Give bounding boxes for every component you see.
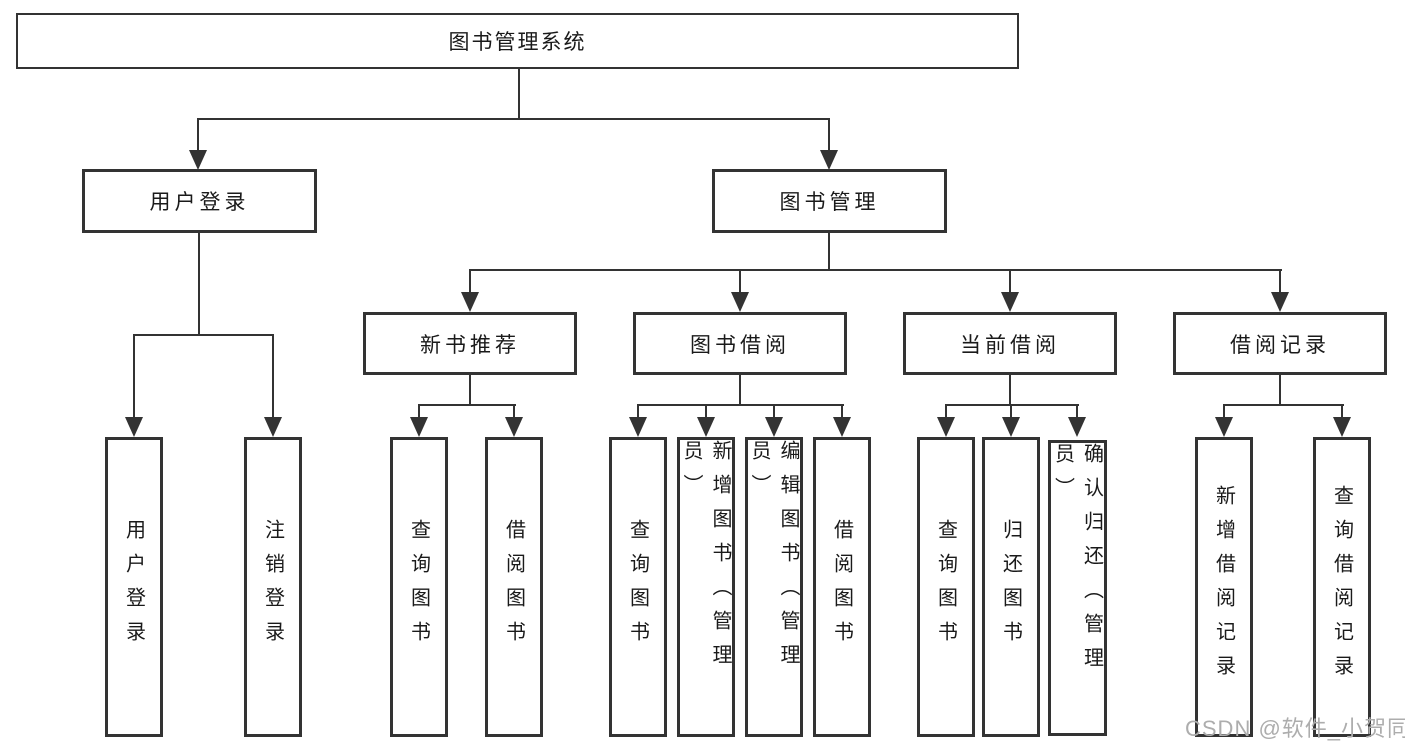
leaf-query-books-borrow: 查询图书 xyxy=(609,437,667,737)
leaf-query-books-recommend: 查询图书 xyxy=(390,437,448,737)
connector-userlogin-span xyxy=(133,334,274,336)
connector-stub-borrow-records xyxy=(1279,269,1281,293)
connector-stub-confirm-return xyxy=(1076,404,1078,418)
arrowhead-user-login xyxy=(189,150,207,170)
arrowhead-leaf-user-login xyxy=(125,417,143,437)
leaf-confirm-return-admin: 确认归还（管理员） xyxy=(1048,440,1107,736)
connector-stub-query3 xyxy=(945,404,947,418)
connector-stub-borrow1 xyxy=(513,404,515,418)
leaf-add-book-admin: 新增图书（管理员） xyxy=(677,437,735,737)
connector-stub-query2 xyxy=(637,404,639,418)
arrowhead-edit-book xyxy=(765,417,783,437)
connector-stub-new-book xyxy=(469,269,471,293)
leaf-borrow-books-recommend: 借阅图书 xyxy=(485,437,543,737)
connector-currentborrow-drop xyxy=(1009,375,1011,406)
connector-records-drop xyxy=(1279,375,1281,406)
node-book-borrow: 图书借阅 xyxy=(633,312,847,375)
arrowhead-add-book xyxy=(697,417,715,437)
node-library-management-system: 图书管理系统 xyxy=(16,13,1019,69)
arrowhead-query2 xyxy=(629,417,647,437)
leaf-return-book: 归还图书 xyxy=(982,437,1040,737)
connector-bookborrow-span xyxy=(637,404,844,406)
connector-stub-add-record xyxy=(1223,404,1225,418)
connector-bookmgmt-span xyxy=(469,269,1282,271)
connector-root-span xyxy=(197,118,830,120)
node-user-login: 用户登录 xyxy=(82,169,317,233)
connector-currentborrow-span xyxy=(945,404,1079,406)
arrowhead-add-record xyxy=(1215,417,1233,437)
leaf-borrow-books-borrow: 借阅图书 xyxy=(813,437,871,737)
leaf-add-borrow-record: 新增借阅记录 xyxy=(1195,437,1253,737)
leaf-query-books-current: 查询图书 xyxy=(917,437,975,737)
leaf-edit-book-admin: 编辑图书（管理员） xyxy=(745,437,803,737)
connector-stub-return-book xyxy=(1010,404,1012,418)
arrowhead-leaf-logout xyxy=(264,417,282,437)
arrowhead-book-borrow xyxy=(731,292,749,312)
arrowhead-borrow2 xyxy=(833,417,851,437)
connector-stub-book-borrow xyxy=(739,269,741,293)
watermark: CSDN @软件_小贺同学 xyxy=(1185,716,1405,741)
connector-stub-add-book xyxy=(705,404,707,418)
arrowhead-query-record xyxy=(1333,417,1351,437)
connector-stub-edit-book xyxy=(773,404,775,418)
arrowhead-confirm-return xyxy=(1068,417,1086,437)
arrowhead-query1 xyxy=(410,417,428,437)
arrowhead-borrow-records xyxy=(1271,292,1289,312)
connector-newbook-drop xyxy=(469,375,471,406)
connector-stub-query1 xyxy=(418,404,420,418)
leaf-user-login: 用户登录 xyxy=(105,437,163,737)
node-current-borrow: 当前借阅 xyxy=(903,312,1117,375)
arrowhead-book-management xyxy=(820,150,838,170)
connector-root-drop xyxy=(518,69,520,119)
connector-stub-borrow2 xyxy=(841,404,843,418)
connector-bookmgmt-drop xyxy=(828,233,830,271)
connector-stub-user-login xyxy=(197,118,199,151)
connector-stub-leaf-logout xyxy=(272,334,274,418)
arrowhead-borrow1 xyxy=(505,417,523,437)
leaf-logout: 注销登录 xyxy=(244,437,302,737)
connector-records-span xyxy=(1223,404,1344,406)
connector-stub-leaf-user-login xyxy=(133,334,135,418)
connector-stub-query-record xyxy=(1341,404,1343,418)
arrowhead-current-borrow xyxy=(1001,292,1019,312)
node-book-management: 图书管理 xyxy=(712,169,947,233)
connector-newbook-span xyxy=(418,404,516,406)
arrowhead-new-book xyxy=(461,292,479,312)
node-borrow-records: 借阅记录 xyxy=(1173,312,1387,375)
arrowhead-query3 xyxy=(937,417,955,437)
connector-bookborrow-drop xyxy=(739,375,741,406)
node-new-book-recommend: 新书推荐 xyxy=(363,312,577,375)
connector-stub-book-management xyxy=(828,118,830,151)
connector-userlogin-drop xyxy=(198,233,200,336)
arrowhead-return-book xyxy=(1002,417,1020,437)
leaf-query-borrow-record: 查询借阅记录 xyxy=(1313,437,1371,737)
connector-stub-current-borrow xyxy=(1009,269,1011,293)
